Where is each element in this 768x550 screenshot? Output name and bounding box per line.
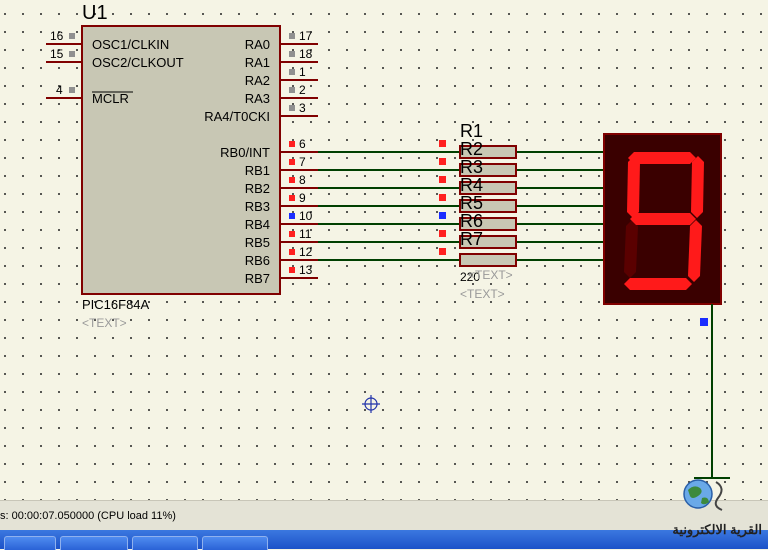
segment-c xyxy=(688,220,702,282)
pin-name-ra3: RA3 xyxy=(244,91,270,106)
pin-name-ra4: RA4/T0CKI xyxy=(204,109,270,124)
pin-name-osc2: OSC2/CLKOUT xyxy=(92,55,184,70)
pin-num-7: 7 xyxy=(299,155,306,169)
pin-num-4: 4 xyxy=(56,83,63,97)
resistor-value[interactable]: 220 xyxy=(460,270,481,284)
u1-body[interactable] xyxy=(81,25,281,295)
pin-num-18: 18 xyxy=(299,47,313,61)
pin-name-ra2: RA2 xyxy=(244,73,270,88)
resistor-label-r7[interactable]: R7 xyxy=(460,229,484,249)
pin-name-rb6: RB6 xyxy=(244,253,270,268)
resistor-label-r3[interactable]: R3 xyxy=(460,157,484,177)
resistor-label-r4[interactable]: R4 xyxy=(460,175,484,195)
pin-name-osc1: OSC1/CLKIN xyxy=(92,37,170,52)
pin-num-11: 11 xyxy=(299,227,312,241)
pin-name-rb1: RB1 xyxy=(244,163,270,178)
pin-num-3: 3 xyxy=(299,101,306,115)
u1-left-pin-lines xyxy=(46,43,82,99)
u1-text-placeholder[interactable]: <TEXT> xyxy=(82,316,127,330)
taskbar-button-3[interactable] xyxy=(132,536,198,550)
watermark: القرية الالكترونية xyxy=(650,478,768,538)
segment-b xyxy=(691,156,704,218)
segment-e xyxy=(624,220,638,278)
u1-part-name[interactable]: PIC16F84A xyxy=(82,297,150,312)
taskbar-button-1[interactable] xyxy=(4,536,56,550)
schematic-drawing[interactable] xyxy=(0,0,768,500)
status-bar: s: 00:00:07.050000 (CPU load 11%) xyxy=(0,500,768,531)
resistor-label-r1[interactable]: R1 xyxy=(460,121,484,141)
simulation-status-text: s: 00:00:07.050000 (CPU load 11%) xyxy=(0,510,176,522)
pin-name-rb3: RB3 xyxy=(244,199,270,214)
resistor-label-r2[interactable]: R2 xyxy=(460,139,484,159)
pin-num-16: 16 xyxy=(50,29,64,43)
watermark-text: القرية الالكترونية xyxy=(672,522,762,537)
resistor-label-r6[interactable]: R6 xyxy=(460,211,484,231)
u1-refdes[interactable]: U1 xyxy=(82,2,108,24)
u1-pin-state-markers xyxy=(69,33,295,273)
pin-num-9: 9 xyxy=(299,191,306,205)
display-common-marker xyxy=(700,318,708,326)
pin-num-6: 6 xyxy=(299,137,306,151)
u1-right-pin-lines xyxy=(280,43,318,279)
pin-num-2: 2 xyxy=(299,83,306,97)
resistor-text-placeholder[interactable]: <TEXT> xyxy=(460,287,505,301)
schematic-canvas[interactable]: U1 PIC16F84A <TEXT> OSC1/CLKIN OSC2/CLKO… xyxy=(0,0,768,500)
pin-name-rb4: RB4 xyxy=(244,217,270,232)
pin-name-rb7: RB7 xyxy=(244,271,270,286)
pin-num-13: 13 xyxy=(299,263,313,277)
pin-num-10: 10 xyxy=(299,209,313,223)
pin-name-ra1: RA1 xyxy=(244,55,270,70)
crosshair-cursor-icon xyxy=(362,395,380,413)
pin-name-rb0: RB0/INT xyxy=(220,145,270,160)
resistor-bodies[interactable] xyxy=(459,145,517,267)
resistor-state-markers xyxy=(439,140,446,255)
taskbar-button-2[interactable] xyxy=(60,536,128,550)
wires-rb-to-resistors[interactable] xyxy=(318,151,460,261)
resistor-label-r5[interactable]: R5 xyxy=(460,193,484,213)
pin-num-17: 17 xyxy=(299,29,313,43)
segment-d xyxy=(624,278,692,290)
pin-name-rb5: RB5 xyxy=(244,235,270,250)
pin-name-ra0: RA0 xyxy=(244,37,270,52)
globe-logo-icon xyxy=(683,479,723,511)
segment-a xyxy=(628,152,696,164)
resistor-value-placeholder[interactable]: <TEXT> xyxy=(468,268,513,282)
pin-name-rb2: RB2 xyxy=(244,181,270,196)
segment-g xyxy=(630,213,696,225)
pin-num-8: 8 xyxy=(299,173,306,187)
taskbar xyxy=(0,530,768,550)
taskbar-button-4[interactable] xyxy=(202,536,268,550)
pin-name-mclr: MCLR xyxy=(92,91,129,106)
wires-resistors-to-display[interactable] xyxy=(516,151,604,261)
seven-segment-display[interactable] xyxy=(603,133,722,305)
segment-f xyxy=(627,156,640,218)
pin-num-12: 12 xyxy=(299,245,313,259)
pin-num-1: 1 xyxy=(299,65,306,79)
pin-num-15: 15 xyxy=(50,47,64,61)
